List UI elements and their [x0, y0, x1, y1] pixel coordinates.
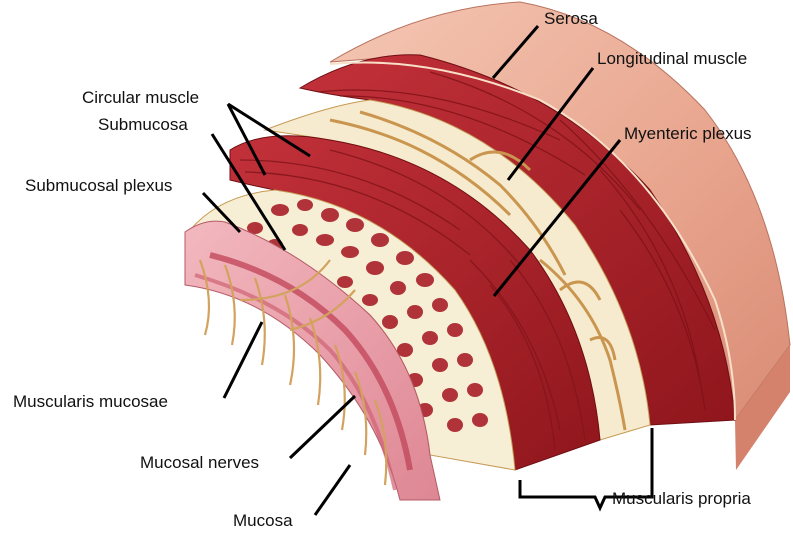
label-circular-muscle: Circular muscle: [82, 88, 199, 107]
leader-mucosal-nerves: [290, 396, 355, 458]
label-muscularis-mucosae: Muscularis mucosae: [13, 392, 168, 411]
label-muscularis-propria: Muscularis propria: [612, 489, 751, 508]
leader-mucosa: [315, 465, 350, 515]
label-mucosa: Mucosa: [233, 511, 293, 530]
label-longitudinal-muscle: Longitudinal muscle: [597, 49, 747, 68]
label-submucosa: Submucosa: [98, 115, 188, 134]
label-submucosal-plexus: Submucosal plexus: [25, 176, 172, 195]
label-mucosal-nerves: Mucosal nerves: [140, 453, 259, 472]
leader-muscularis-mucosae: [224, 322, 262, 398]
label-myenteric-plexus: Myenteric plexus: [624, 124, 752, 143]
label-serosa: Serosa: [544, 9, 598, 28]
